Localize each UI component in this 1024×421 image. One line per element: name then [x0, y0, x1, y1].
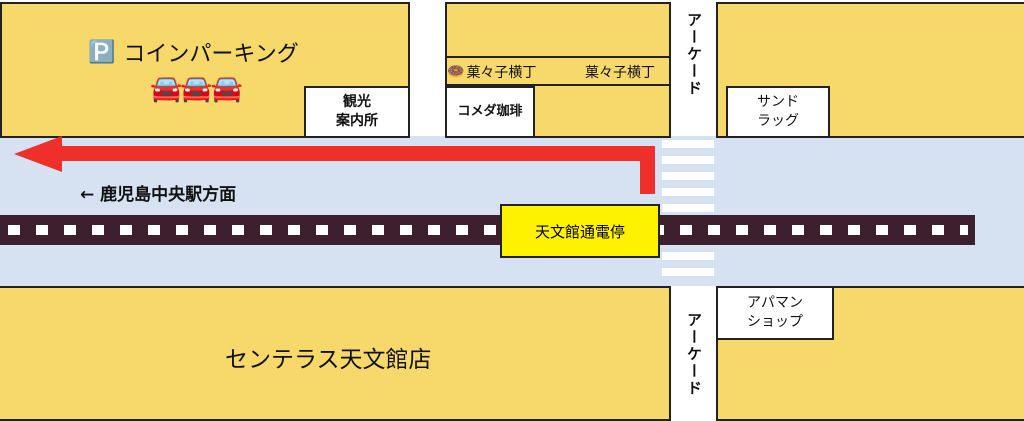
car-icons: 🚘🚘🚘 — [150, 74, 243, 104]
crosswalk — [662, 140, 714, 286]
tram-stop: 天文館通電停 — [500, 204, 660, 258]
apamanshop-box: アパマンショップ — [716, 286, 834, 340]
centerrace-label: センテラス天文館店 — [225, 347, 432, 373]
arcade-label-top: アーケード — [685, 12, 703, 97]
sweets-street-label-left: 🍩 菓々子横丁 — [447, 64, 537, 81]
sandrug-box: サンドラッグ — [726, 86, 830, 138]
sweets-street-label-right: 菓々子横丁 — [585, 65, 655, 81]
parking-label: 🅿️ コインパーキング — [88, 39, 299, 68]
direction-label: ← 鹿児島中央駅方面 — [80, 185, 237, 205]
arcade-label-bottom: アーケード — [685, 312, 703, 397]
tram-track — [0, 215, 975, 245]
komeda-box: コメダ珈琲 — [445, 86, 535, 138]
donut-icon: 🍩 — [447, 64, 465, 80]
parking-icon: 🅿️ — [88, 39, 116, 65]
sweets-street-band — [445, 56, 671, 86]
tourist-info-box: 観光案内所 — [304, 86, 410, 138]
route-arrow — [14, 136, 655, 194]
